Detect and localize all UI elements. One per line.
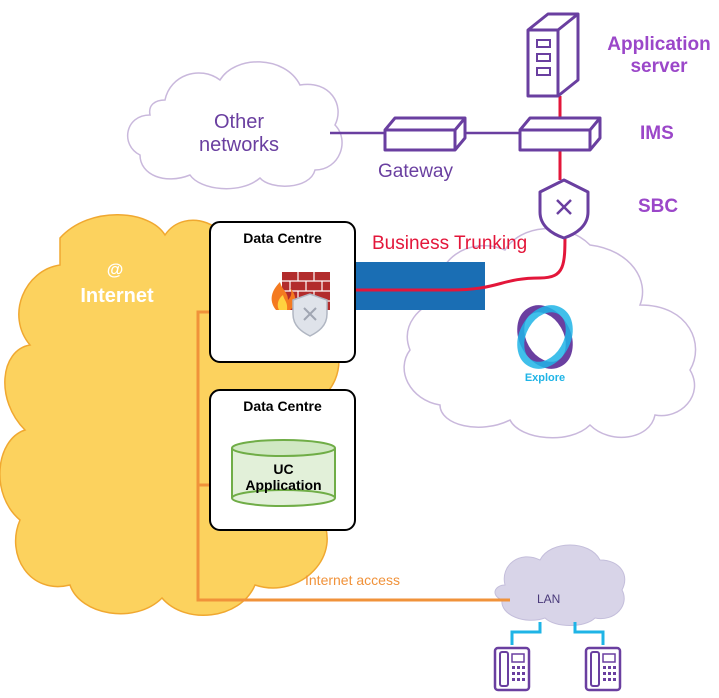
desk-phone-icon [584,646,622,692]
gateway-label: Gateway [378,161,453,182]
lan-label: LAN [537,592,561,606]
explore-cloud [403,227,697,439]
lan-cloud [494,544,626,626]
gateway-icon [383,116,467,152]
ims-label: IMS [640,123,674,144]
uc-application-label: UC Application [245,461,322,494]
ims-icon [518,116,602,152]
data-centre-1-title: Data Centre [243,230,322,246]
internet-at-symbol: @ [106,260,124,279]
desk-phone-icon [493,646,531,692]
sbc-label: SBC [638,196,679,217]
business-trunking-label: Business Trunking [372,233,528,254]
internet-access-label: Internet access [305,572,400,588]
other-networks-label: Other networks [198,111,280,156]
business-trunking-line [330,231,567,292]
sbc-shield-icon [538,178,590,240]
trunk-blue-band [355,262,485,310]
explore-logo-icon [517,305,573,369]
internet-label: Internet [80,285,154,307]
other-networks-cloud [126,61,343,190]
firewall-icon [271,272,330,337]
lan-link-right [573,622,605,645]
explore-logo-label: Explore [524,372,566,384]
application-server-label: Application server [607,34,711,77]
uc-application-cylinder [231,439,336,507]
server-icon [526,12,580,98]
data-centre-2-title: Data Centre [243,398,322,414]
lan-link-left [510,622,542,645]
